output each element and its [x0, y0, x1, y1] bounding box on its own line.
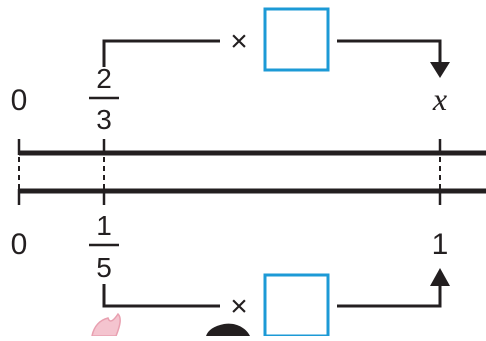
dark-hair-shape: [206, 323, 250, 336]
bottom-fraction-numerator: 1: [96, 210, 112, 241]
top-fraction-label: 2 3: [89, 63, 119, 135]
cropped-character-illustration: [91, 312, 250, 337]
bottom-times-sign: ×: [230, 290, 248, 323]
top-arrow-right-segment: [337, 39, 442, 64]
bottom-answer-box[interactable]: [263, 273, 330, 338]
bottom-number-line-labels: 0 1 5 1: [11, 210, 449, 283]
double-number-line: [17, 139, 486, 205]
top-arrow-left-segment: [102, 39, 220, 67]
top-answer-box[interactable]: [263, 7, 330, 72]
top-multiplier-arrow: ×: [102, 7, 450, 78]
bottom-arrowhead-up: [430, 268, 450, 286]
bottom-zero-label: 0: [11, 228, 28, 261]
top-fraction-denominator: 3: [96, 104, 112, 135]
top-number-line-labels: 0 2 3 x: [11, 63, 447, 135]
bottom-fraction-denominator: 5: [96, 252, 112, 283]
bottom-one-label: 1: [432, 228, 449, 261]
bottom-arrow-right-segment: [337, 283, 442, 308]
bottom-arrow-left-segment: [102, 284, 220, 308]
top-arrowhead-down: [430, 62, 450, 78]
top-fraction-numerator: 2: [96, 63, 112, 94]
pink-hand-decoration: [91, 312, 121, 337]
bottom-fraction-label: 1 5: [89, 210, 119, 283]
top-times-sign: ×: [230, 25, 248, 58]
top-x-label: x: [432, 81, 447, 117]
bottom-multiplier-arrow: ×: [102, 268, 450, 338]
top-zero-label: 0: [11, 84, 28, 117]
